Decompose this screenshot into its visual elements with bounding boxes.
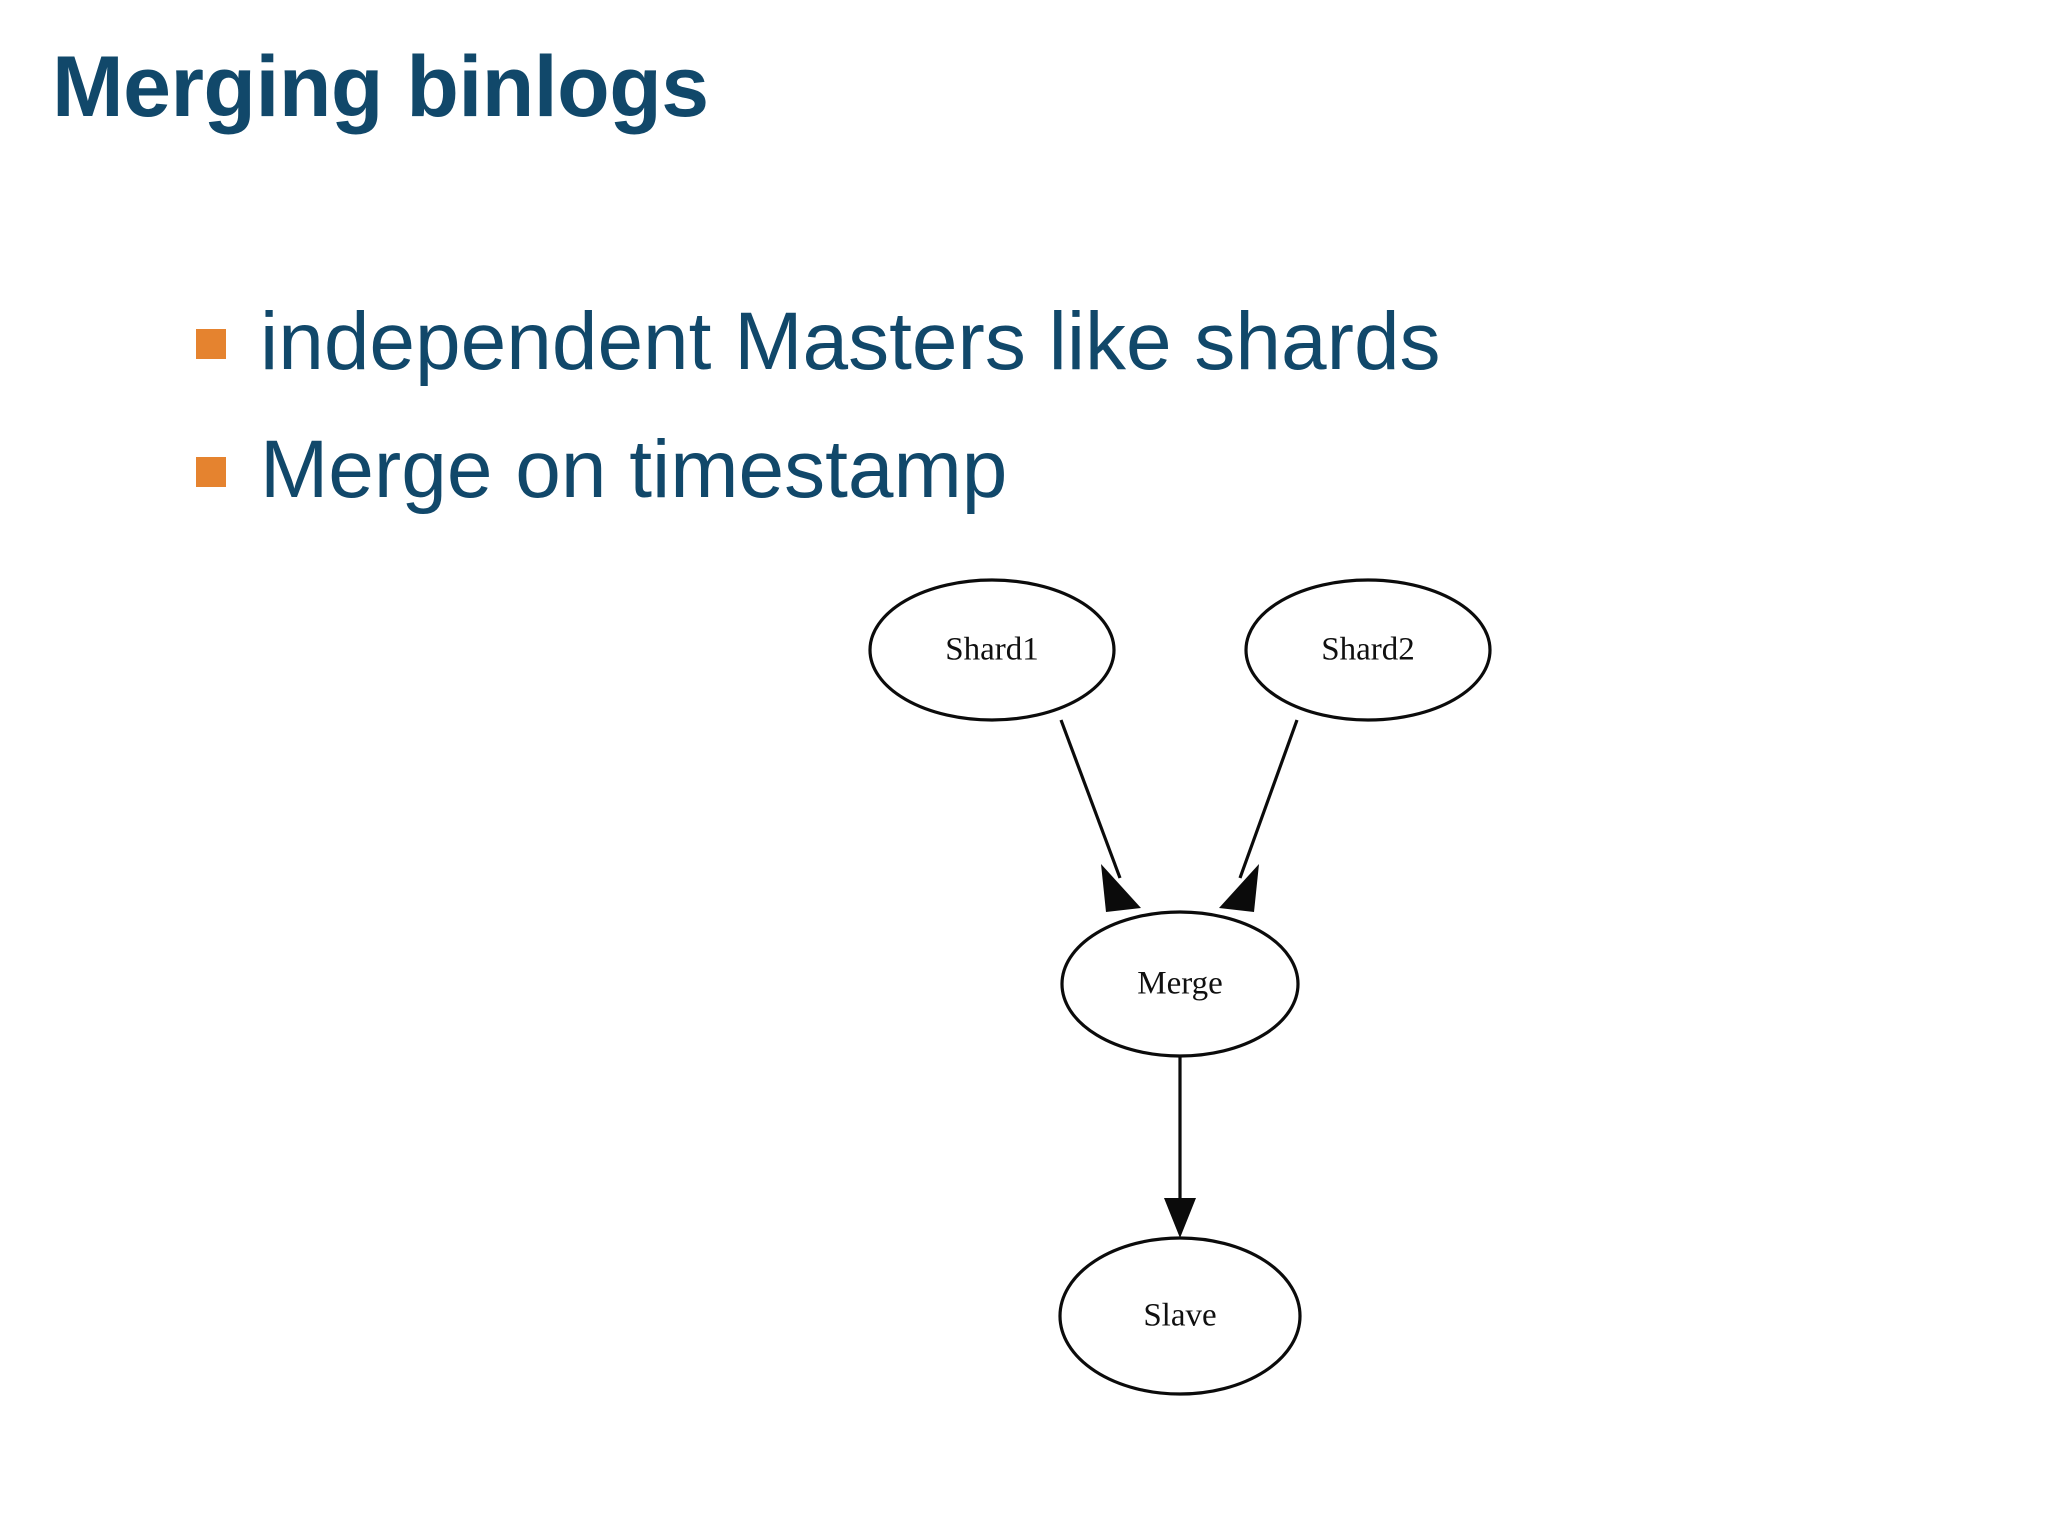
merge-label: Merge [1137, 966, 1223, 1002]
shard1-label: Shard1 [945, 632, 1039, 668]
page-title: Merging binlogs [52, 39, 709, 135]
flow-diagram: Shard1 Shard2 Merge Slave [860, 560, 1500, 1400]
edge-shard1-to-merge [1059, 719, 1141, 912]
node-shard1: Shard1 [868, 578, 1116, 722]
merge-ellipse [1060, 910, 1300, 1058]
bullet-list: independent Masters like shards Merge on… [196, 278, 1896, 534]
slave-ellipse [1058, 1236, 1302, 1396]
edge-shard2-to-merge [1219, 719, 1299, 912]
bullet-label: independent Masters like shards [260, 296, 1441, 387]
edge-merge-to-slave [1164, 1056, 1196, 1238]
square-bullet-icon [196, 329, 226, 359]
node-merge: Merge [1060, 910, 1300, 1058]
shard2-ellipse [1244, 578, 1492, 722]
bullet-label: Merge on timestamp [260, 424, 1008, 515]
node-slave: Slave [1058, 1236, 1302, 1396]
shard1-ellipse [868, 578, 1116, 722]
slave-label: Slave [1143, 1298, 1216, 1334]
node-shard2: Shard2 [1244, 578, 1492, 722]
square-bullet-icon [196, 457, 226, 487]
list-item: Merge on timestamp [196, 406, 1896, 534]
shard2-label: Shard2 [1321, 632, 1415, 668]
list-item: independent Masters like shards [196, 278, 1896, 406]
